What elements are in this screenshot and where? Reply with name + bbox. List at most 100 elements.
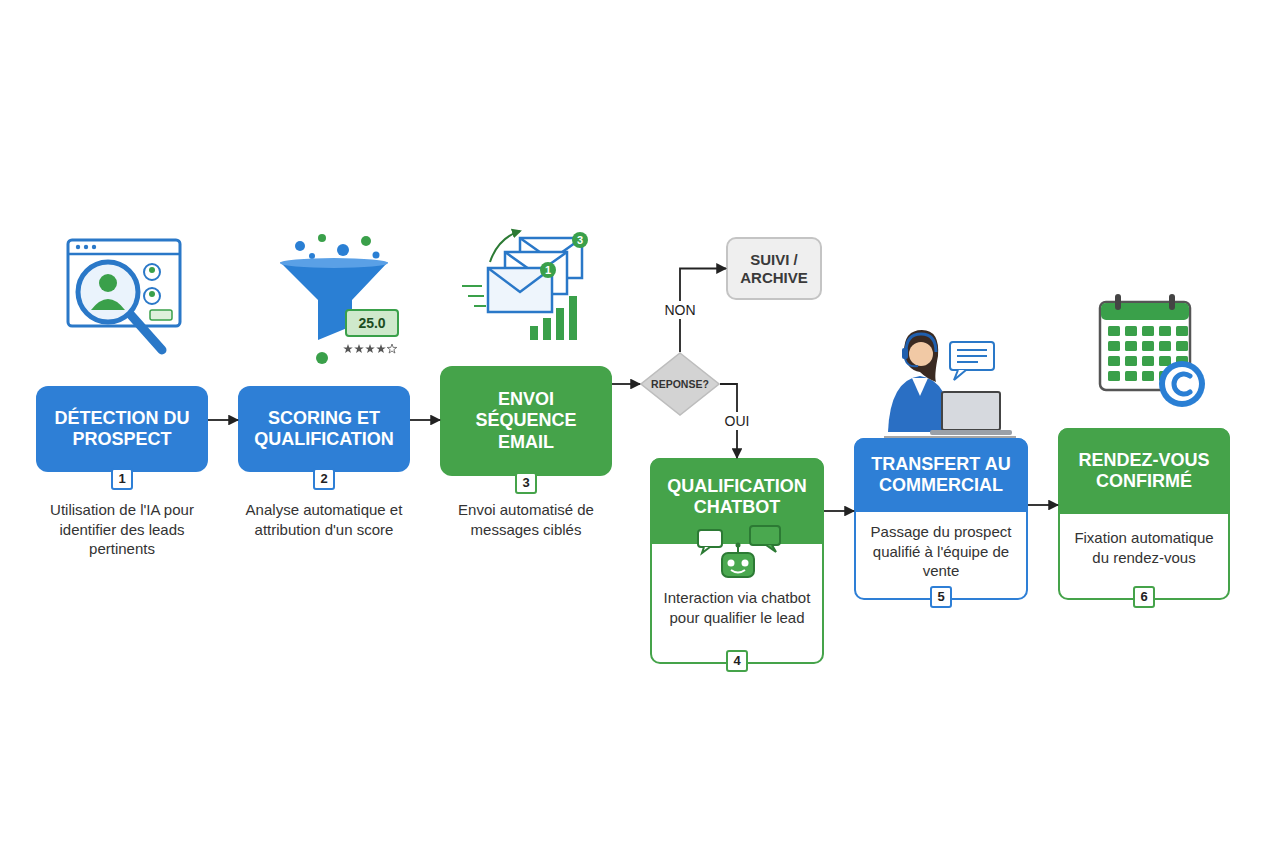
calendar-cell-part	[1108, 356, 1120, 366]
search-icon-part	[144, 288, 160, 304]
calendar-cell-part	[1159, 371, 1171, 381]
email-count-badge: 3	[577, 234, 583, 246]
step-number: 5	[930, 586, 952, 608]
step-card: TRANSFERT AU COMMERCIAL Passage du prospe…	[854, 438, 1028, 600]
sales-agent-icon-part	[905, 359, 918, 366]
email-icon-part	[462, 285, 482, 287]
chatbot-icon-part	[750, 526, 780, 545]
calendar-cell-part	[1142, 371, 1154, 381]
sales-agent-icon-part	[909, 342, 933, 366]
process-box: ENVOI SÉQUENCE EMAIL3Envoi automatisé de…	[440, 366, 612, 476]
calendar-icon-part	[1159, 361, 1205, 407]
email-icon-part	[505, 252, 567, 274]
search-icon-part	[144, 264, 160, 280]
email-icon-part	[505, 252, 567, 294]
sales-agent-icon-part	[942, 392, 1000, 430]
chatbot-icon	[698, 526, 780, 577]
calendar-cell-part	[1125, 341, 1137, 351]
step-title: SCORING ET QUALIFICATION	[249, 408, 399, 450]
calendar-cell-part	[1176, 341, 1188, 351]
archive-text: SUIVI / ARCHIVE	[731, 251, 817, 287]
step-description: Interaction via chatbot pour qualifier l…	[660, 588, 814, 627]
step-description: Fixation automatique du rendez-vous	[1068, 528, 1220, 567]
flow-arrow	[1028, 504, 1058, 506]
sales-agent-icon-part	[904, 330, 938, 382]
calendar-cell-part	[1142, 326, 1154, 336]
search-icon-part	[91, 299, 125, 310]
sales-agent-icon-part	[888, 376, 952, 432]
search-icon	[68, 240, 180, 350]
chatbot-icon-part	[766, 545, 776, 552]
calendar-cell-part	[1159, 326, 1171, 336]
edge-label: NON	[662, 301, 697, 319]
step-description: Passage du prospect qualifié à l'équipe …	[864, 522, 1018, 581]
funnel-icon-part	[346, 310, 398, 336]
funnel-icon-part	[373, 252, 380, 259]
calendar-cell-part	[1176, 326, 1188, 336]
email-icon-part	[540, 262, 556, 278]
funnel-icon-part	[387, 344, 397, 353]
decision-text: REPONSE?	[651, 378, 709, 390]
calendar-cell-part	[1125, 356, 1137, 366]
step-title: QUALIFICATION CHATBOT	[658, 476, 816, 518]
card-header: TRANSFERT AU COMMERCIAL	[854, 438, 1028, 512]
sales-agent-icon-part	[902, 348, 908, 359]
step-card: QUALIFICATION CHATBOT Interaction via cha…	[650, 458, 824, 664]
calendar-icon-part	[1169, 294, 1175, 310]
funnel-icon-part	[343, 344, 353, 353]
funnel-icon-part	[316, 352, 328, 364]
calendar-cell-part	[1125, 371, 1137, 381]
sales-agent-icon-part	[906, 334, 936, 352]
email-icon-part	[490, 231, 520, 262]
funnel-icon-part	[354, 344, 364, 353]
diamond-shape	[641, 353, 719, 415]
search-icon-part	[92, 245, 96, 249]
search-icon-part	[78, 262, 138, 322]
calendar-icon-part	[1100, 302, 1190, 390]
email-icon-part	[468, 295, 484, 297]
step-description: Utilisation de l'IA pour identifier des …	[36, 500, 208, 559]
card-header: RENDEZ-VOUS CONFIRMÉ	[1058, 428, 1230, 514]
funnel-icon-part	[309, 253, 315, 259]
step-description: Analyse automatique et attribution d'un …	[238, 500, 410, 539]
search-icon-part	[68, 253, 180, 256]
calendar-icon-part	[1165, 367, 1199, 401]
search-icon-part	[130, 314, 162, 350]
search-icon-part	[76, 245, 80, 249]
score-badge-text: 25.0	[358, 315, 385, 331]
chatbot-icon-part	[698, 530, 722, 547]
calendar-cell-part	[1108, 371, 1120, 381]
step-number: 6	[1133, 586, 1155, 608]
flow-arrow	[612, 383, 640, 385]
funnel-icon-part	[365, 344, 375, 353]
sales-agent-icon	[884, 330, 1016, 437]
archive-box: SUIVI / ARCHIVE	[726, 237, 822, 300]
calendar-cell-part	[1142, 341, 1154, 351]
chatbot-icon-part	[722, 553, 754, 577]
edge-label: OUI	[723, 412, 752, 430]
process-box: SCORING ET QUALIFICATION2Analyse automat…	[238, 386, 410, 472]
funnel-icon-part	[318, 234, 326, 242]
flow-arrow	[824, 510, 854, 512]
sales-agent-icon-part	[954, 370, 966, 380]
email-count-badge: 1	[545, 264, 551, 276]
calendar-cell-part	[1176, 356, 1188, 366]
funnel-icon-part	[376, 344, 386, 353]
calendar-cell-part	[1159, 341, 1171, 351]
card-header: QUALIFICATION CHATBOT	[650, 458, 824, 544]
funnel-icon-part	[280, 258, 388, 268]
chatbot-icon-part	[728, 560, 735, 567]
process-box: DÉTECTION DU PROSPECT1Utilisation de l'I…	[36, 386, 208, 472]
step-number: 4	[726, 650, 748, 672]
connector-group	[208, 269, 1058, 512]
email-icon-part	[556, 308, 564, 340]
email-icon-part	[474, 305, 486, 307]
email-icon-part	[488, 268, 552, 312]
calendar-cell-part	[1159, 356, 1171, 366]
flow-arrow	[410, 419, 440, 421]
calendar-cell	[1108, 326, 1188, 381]
email-icon-part	[569, 296, 577, 340]
step-number: 2	[313, 468, 335, 490]
step-title: TRANSFERT AU COMMERCIAL	[862, 454, 1020, 496]
